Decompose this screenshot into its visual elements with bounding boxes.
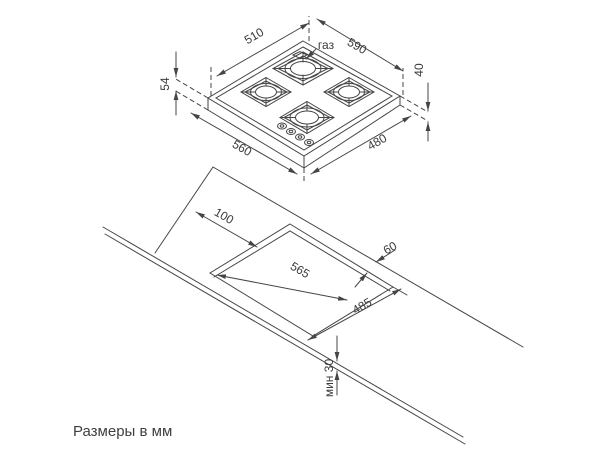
dim-560-label: 560 — [230, 137, 255, 159]
worktop-cutout-view: 100 565 485 60 мин 30 — [102, 166, 524, 445]
dim-480-label: 480 — [365, 131, 390, 153]
cutout-opening — [209, 223, 408, 337]
dim-565-label: 565 — [288, 259, 313, 281]
dim-485-label: 485 — [350, 295, 375, 317]
dim-54-label: 54 — [158, 77, 172, 91]
cutout-corner-extension — [392, 286, 408, 296]
units-note: Размеры в мм — [73, 423, 172, 440]
burner-left — [240, 76, 292, 108]
dim-510-label: 510 — [242, 25, 267, 47]
dim-100: 100 — [195, 205, 258, 248]
dim-54: 54 — [158, 51, 179, 116]
cutout-inner-rim — [213, 230, 391, 292]
cutout-outline — [209, 223, 394, 337]
dim-40: 40 — [412, 63, 431, 142]
worktop-edges — [102, 166, 524, 445]
dim-100-label: 100 — [212, 205, 237, 227]
dim-485: 485 — [307, 288, 402, 341]
gas-label: газ — [318, 38, 335, 52]
dim-min-30-label: мин 30 — [322, 359, 336, 398]
worktop-back-edge — [212, 166, 524, 348]
dim-40-label: 40 — [412, 63, 426, 77]
hob-top-rim — [215, 46, 393, 151]
hob-isometric-view: газ 510 590 560 480 54 40 — [158, 16, 431, 181]
dim-60: 60 — [354, 238, 400, 288]
worktop-end-edge — [154, 166, 214, 254]
worktop-front-edge-bottom — [104, 233, 466, 445]
dim-min-30: мин 30 — [322, 335, 340, 398]
dim-565: 565 — [216, 259, 348, 301]
burner-right — [323, 76, 375, 108]
dim-60-label: 60 — [381, 238, 400, 257]
worktop-front-edge-top — [102, 226, 464, 438]
